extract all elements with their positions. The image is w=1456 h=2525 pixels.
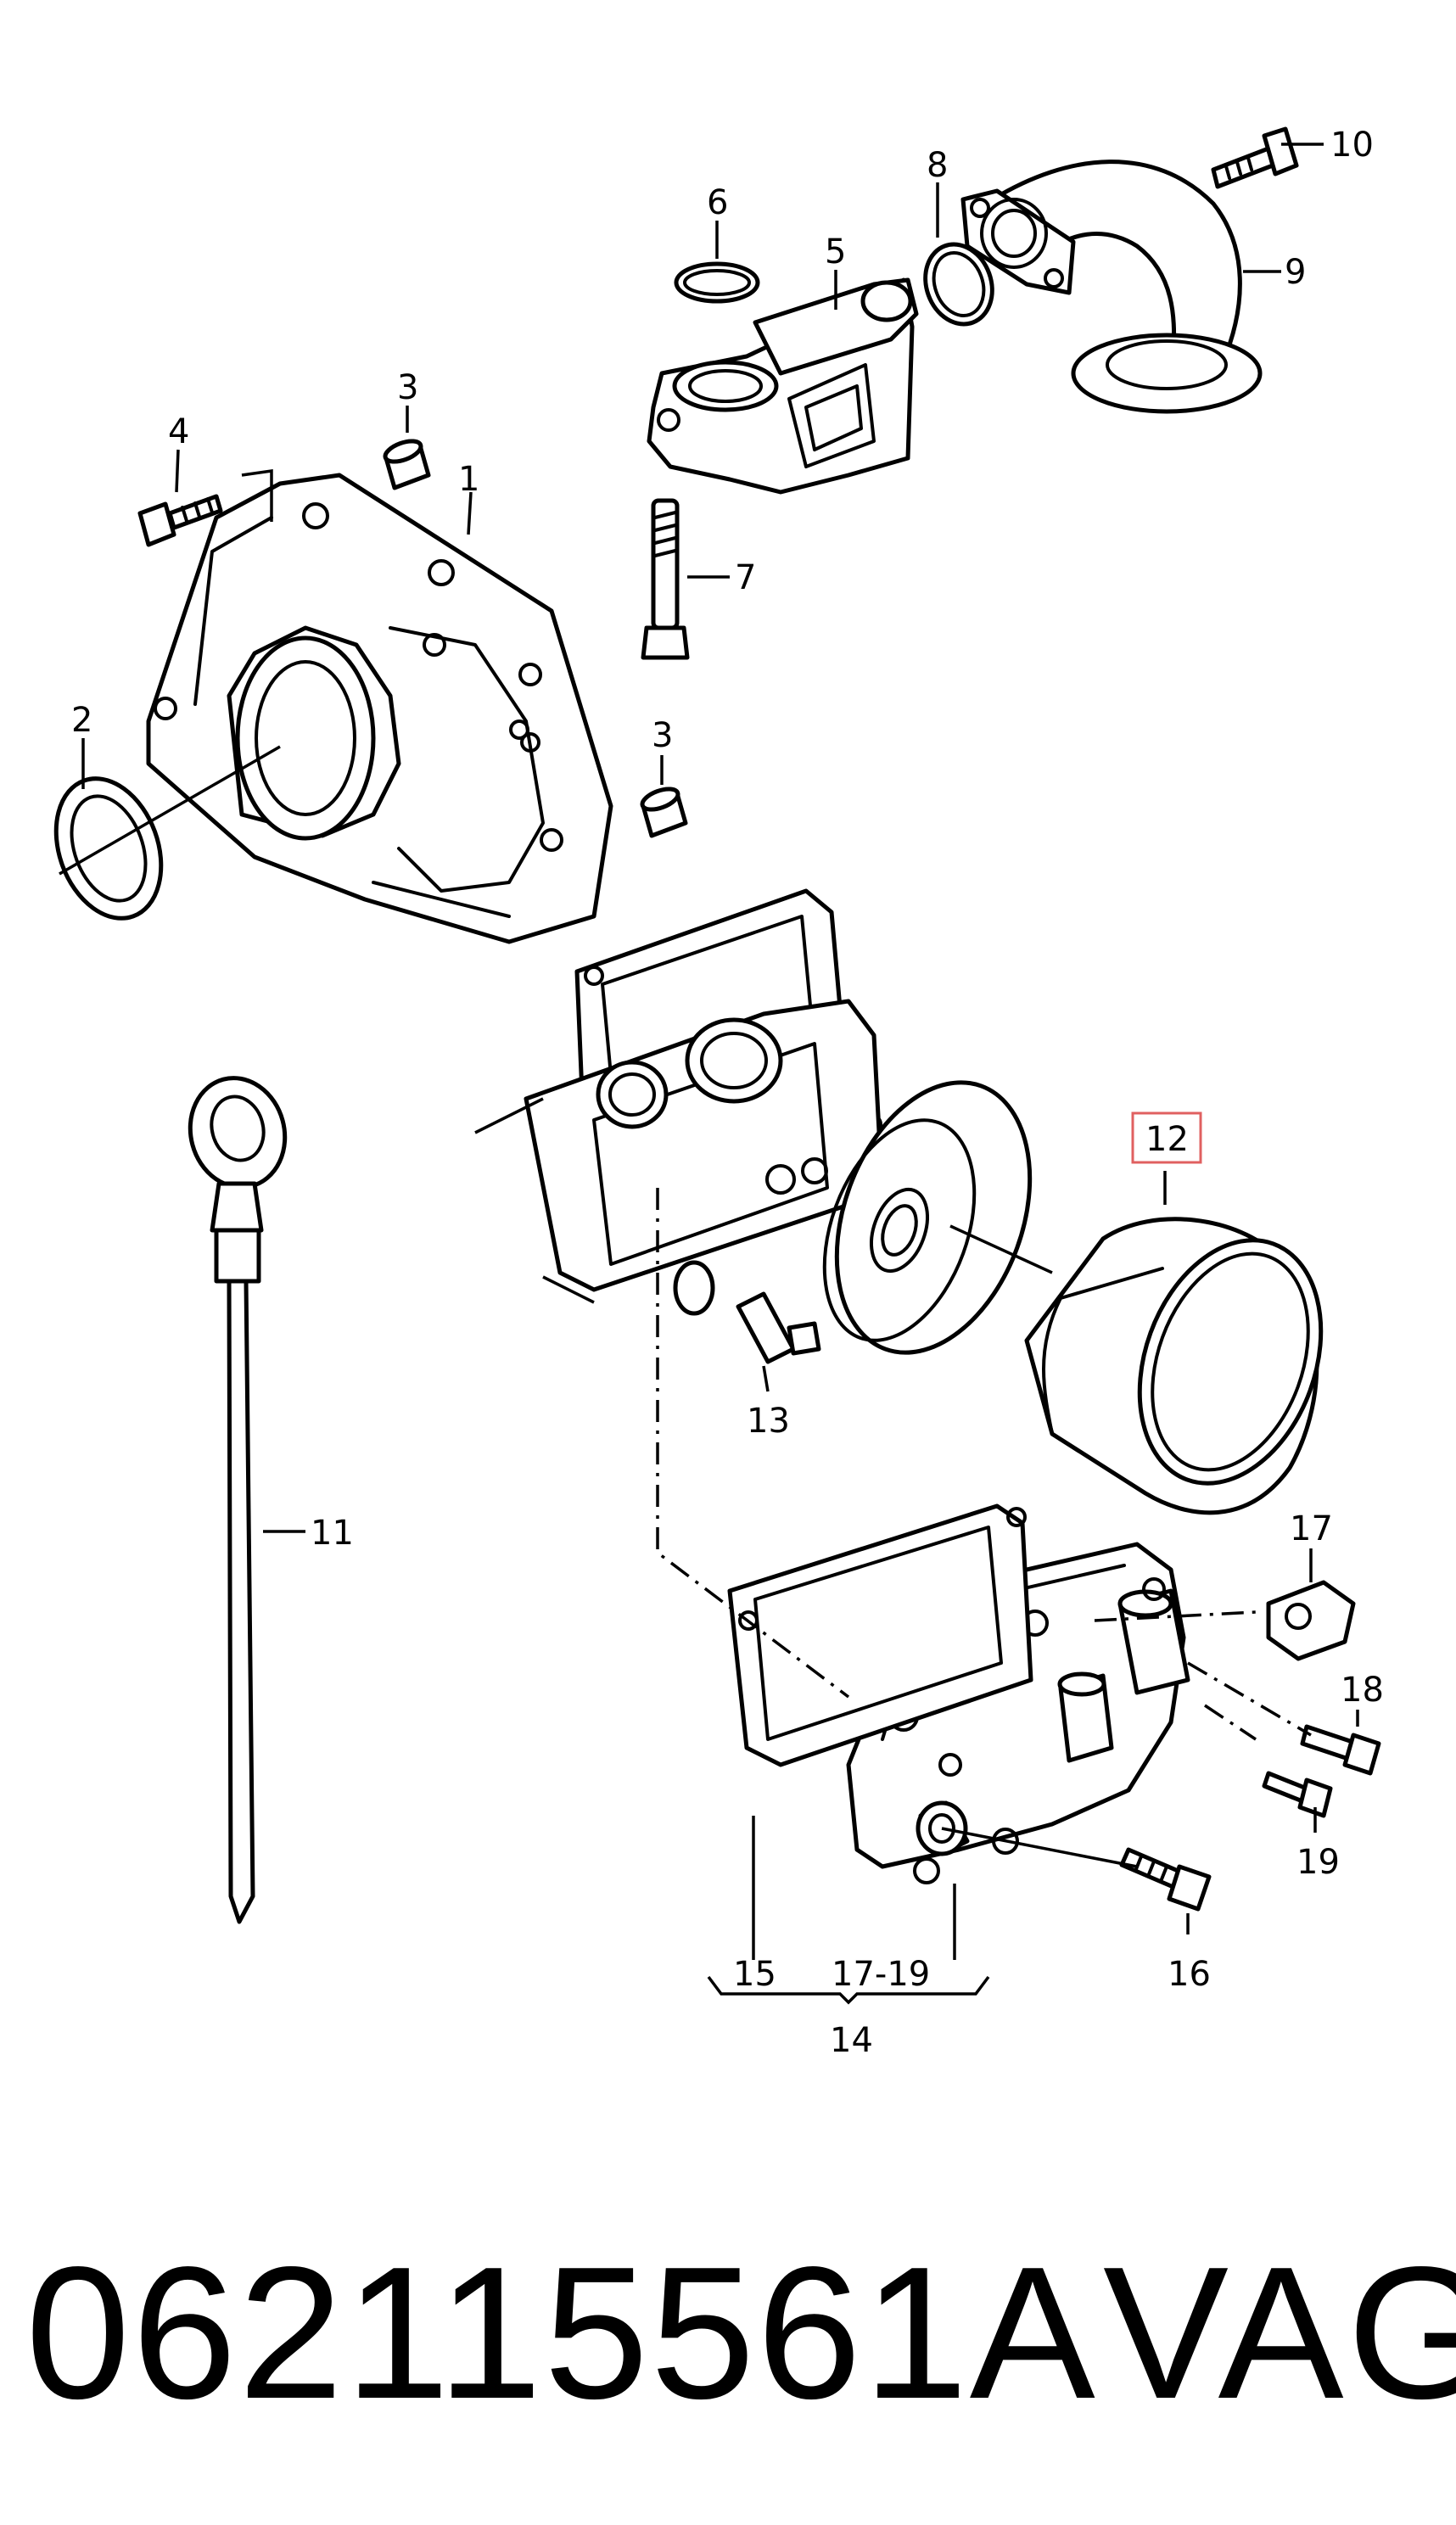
callout-19: 19 xyxy=(1296,1843,1340,1882)
center-lines xyxy=(59,745,1312,1868)
callout-16: 16 xyxy=(1168,1955,1211,1994)
leader-lines xyxy=(81,143,1359,2005)
callout-4: 4 xyxy=(168,412,189,451)
callout-3-top: 3 xyxy=(397,368,418,407)
o-ring-8 xyxy=(923,242,994,327)
gasket-17 xyxy=(1266,1580,1356,1661)
sleeve-3-top xyxy=(383,439,431,490)
callout-9: 9 xyxy=(1285,253,1306,292)
part-number: 062115561A xyxy=(25,2228,1097,2438)
oil-pressure-sender xyxy=(673,1260,821,1364)
callout-13: 13 xyxy=(747,1402,790,1441)
callout-15: 15 xyxy=(733,1955,776,1994)
callout-17-19: 17-19 xyxy=(832,1955,930,1994)
sleeve-3-right xyxy=(640,787,688,838)
callout-2: 2 xyxy=(71,701,92,740)
bolt-7 xyxy=(641,498,690,660)
callout-3-right: 3 xyxy=(652,716,673,755)
callout-1: 1 xyxy=(458,460,479,499)
bolt-19 xyxy=(1262,1771,1333,1818)
oil-filter-element-12 xyxy=(1024,1217,1324,1515)
callout-10: 10 xyxy=(1330,126,1374,165)
flange-housing xyxy=(647,277,919,495)
highlight-box xyxy=(1131,1111,1202,1164)
rear-cover xyxy=(146,473,613,944)
bolt-10 xyxy=(1211,126,1299,189)
callout-labels: 1 2 3 3 4 5 6 7 8 9 10 11 12 13 14 15 16… xyxy=(71,126,1384,2060)
callout-5: 5 xyxy=(825,232,846,272)
shaft-seal-2 xyxy=(53,776,164,921)
bolt-16 xyxy=(1119,1847,1212,1912)
cooler-flange-body xyxy=(524,999,885,1292)
filter-housing-13 xyxy=(822,1080,1033,1355)
dipstick xyxy=(188,1076,288,1924)
callout-8: 8 xyxy=(927,146,948,185)
o-ring-6 xyxy=(674,261,760,304)
callout-14: 14 xyxy=(830,2021,873,2060)
bolt-18 xyxy=(1300,1724,1381,1776)
callout-12: 12 xyxy=(1145,1120,1189,1159)
bolt-4 xyxy=(137,494,223,547)
footer: 062115561A VAG xyxy=(0,2231,1456,2435)
gasket-plate-15 xyxy=(727,1503,1033,1767)
callout-11: 11 xyxy=(311,1514,354,1553)
callout-7: 7 xyxy=(735,558,756,597)
callout-17: 17 xyxy=(1290,1509,1333,1548)
brand-name: VAG xyxy=(1103,2228,1456,2438)
callout-6: 6 xyxy=(707,183,728,222)
callout-18: 18 xyxy=(1341,1671,1384,1710)
elbow-pipe xyxy=(960,160,1263,414)
